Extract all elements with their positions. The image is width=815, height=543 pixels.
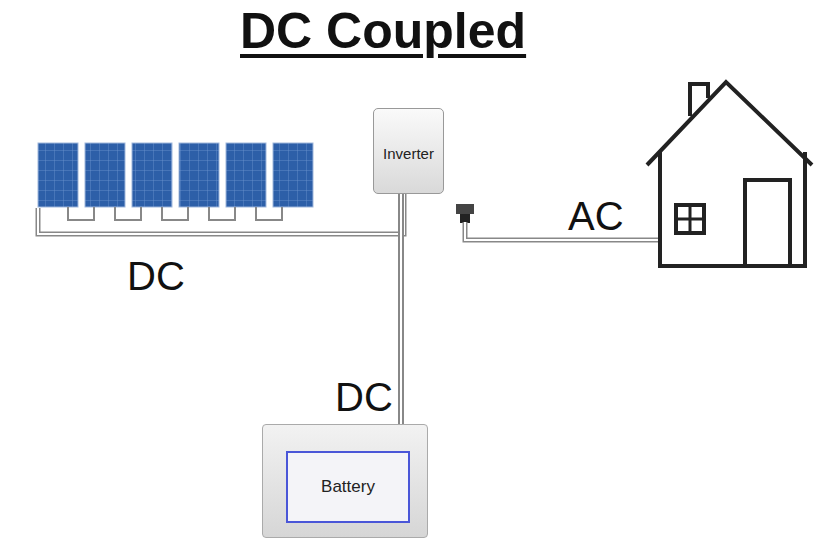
- solar-panel: [38, 143, 78, 207]
- solar-panel: [132, 143, 172, 207]
- solar-panels: [38, 143, 313, 207]
- solar-panel: [85, 143, 125, 207]
- solar-panel: [273, 143, 313, 207]
- solar-panel: [226, 143, 266, 207]
- ac-label: AC: [568, 194, 624, 239]
- battery-cell-outline: Battery: [286, 451, 410, 523]
- node-text: Inverter: [383, 145, 434, 162]
- battery-box: Battery: [262, 424, 428, 538]
- house: [647, 82, 812, 266]
- title: DC Coupled: [240, 2, 526, 60]
- inverter-box: Inverter: [373, 108, 444, 194]
- ac-wire: [465, 222, 658, 240]
- node-text: Battery: [321, 477, 375, 497]
- dc-cable: [401, 194, 402, 424]
- dc-label: DC: [127, 254, 185, 299]
- edge-label: DC: [335, 375, 393, 420]
- dc-wire: [38, 190, 404, 234]
- solar-panel: [179, 143, 219, 207]
- ac-connector: [456, 204, 474, 223]
